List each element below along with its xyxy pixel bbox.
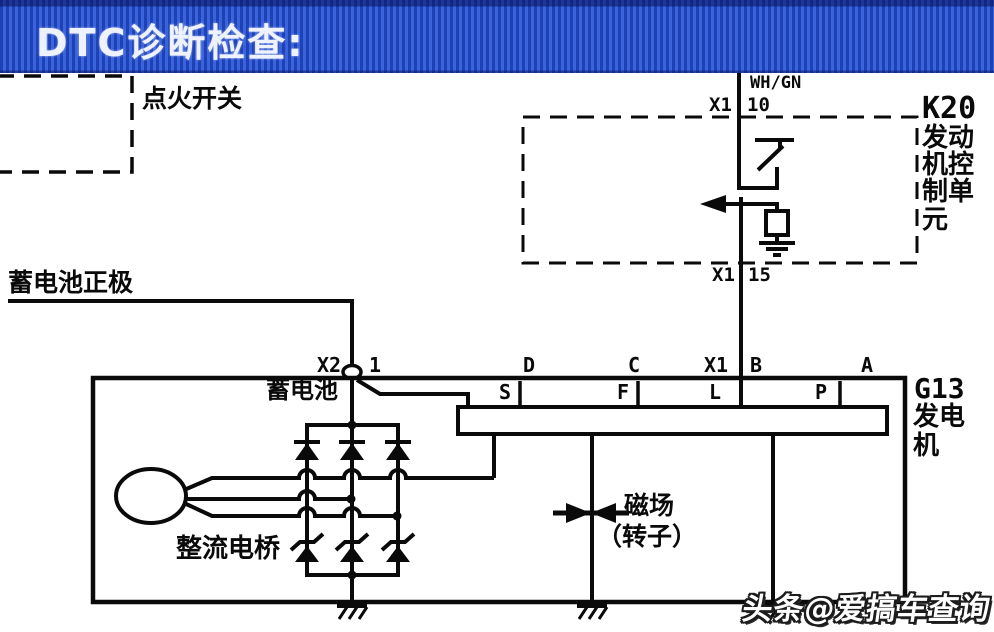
k20-code-label: K20 xyxy=(922,91,977,126)
pin-1-label: 1 xyxy=(369,353,382,377)
g13-name-line: 机 xyxy=(913,431,940,461)
k20-name-line: 元 xyxy=(922,205,949,235)
watermark: 头条@爱搞车查询 xyxy=(740,592,993,627)
connector-x1-label-top: X1 xyxy=(709,94,732,116)
terminal-a-label: A xyxy=(861,353,874,377)
pin-10-label: 10 xyxy=(747,94,770,116)
pin-15-label: 15 xyxy=(748,264,771,286)
title-bar: DTC诊断检查: xyxy=(0,0,994,73)
terminal-x1-label: X1 xyxy=(704,353,729,377)
battery-positive-wire xyxy=(8,299,354,365)
field-label-line1: 磁场 xyxy=(624,491,675,520)
field-winding-icon xyxy=(553,503,629,523)
k20-name-line: 发动 xyxy=(922,123,975,153)
wire-color-label: WH/GN xyxy=(750,73,802,93)
cell-s-label: S xyxy=(499,380,512,404)
ignition-switch-box xyxy=(0,74,134,174)
ignition-switch-label: 点火开关 xyxy=(142,84,243,113)
regulator-bar xyxy=(456,405,889,436)
top-diodes-icon xyxy=(294,440,411,460)
x2-to-regulator-wire xyxy=(355,378,470,406)
generator-box xyxy=(90,375,908,605)
rectifier-bridge xyxy=(289,420,416,605)
cell-p-label: P xyxy=(815,380,828,404)
earth-ground-icon xyxy=(759,241,795,257)
g13-code-label: G13 xyxy=(914,372,965,405)
sense-arrow-icon xyxy=(700,195,779,213)
terminal-c-label: C xyxy=(628,353,641,377)
field-label-line2: （转子） xyxy=(597,522,698,551)
cell-f-label: F xyxy=(617,380,630,404)
battery-label: 蓄电池 xyxy=(266,376,338,404)
rectifier-label: 整流电桥 xyxy=(176,534,281,564)
bottom-diodes-icon xyxy=(289,532,416,562)
chassis-ground-icon xyxy=(758,604,790,620)
k20-ecu-box xyxy=(521,115,919,265)
chassis-ground-icon xyxy=(577,604,609,620)
switch-contact-icon xyxy=(755,138,794,172)
terminal-dividers xyxy=(518,381,842,407)
cell-l-label: L xyxy=(709,380,722,404)
terminal-d-label: D xyxy=(523,353,536,377)
terminal-b-label: B xyxy=(750,353,763,377)
connector-x2-label: X2 xyxy=(317,353,342,377)
g13-name-line: 发电 xyxy=(913,402,966,432)
page-title: DTC诊断检查: xyxy=(36,21,305,65)
battery-positive-label: 蓄电池正极 xyxy=(8,268,134,297)
k20-name-line: 机控 xyxy=(922,150,975,180)
connector-x1-label-bottom: X1 xyxy=(712,264,735,286)
wh-gn-wire xyxy=(737,72,779,190)
chassis-ground-icon xyxy=(337,604,369,620)
k20-name-line: 制单 xyxy=(922,177,975,207)
resistor-icon xyxy=(764,209,790,242)
